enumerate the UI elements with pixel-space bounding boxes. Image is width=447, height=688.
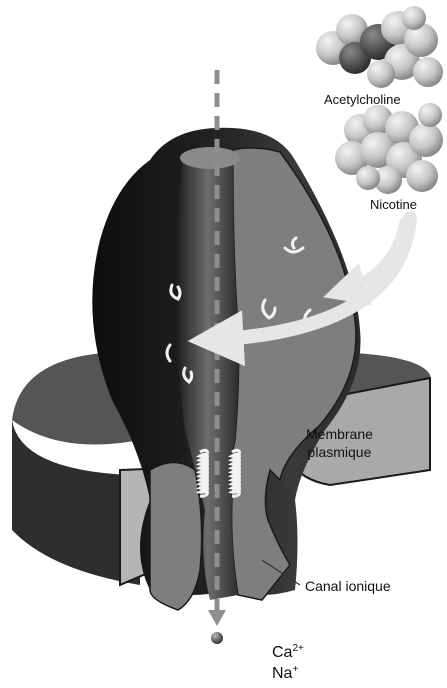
sodium-ion-label: Na+ [272, 665, 298, 683]
ion-sphere-icon [211, 632, 223, 644]
helix-left [200, 450, 208, 496]
sodium-charge: + [292, 664, 298, 675]
canal-ionique-label: Canal ionique [305, 578, 391, 594]
sodium-symbol: Na [272, 665, 292, 682]
calcium-symbol: Ca [272, 644, 292, 661]
nicotine-molecule-icon [335, 103, 443, 194]
calcium-ion-label: Ca2+ [272, 644, 304, 662]
acetylcholine-molecule-icon [316, 6, 443, 88]
pore-opening [180, 147, 240, 169]
axis-arrowhead [208, 610, 226, 626]
membrane-label: Membrane plasmique [306, 425, 373, 461]
calcium-charge: 2+ [292, 643, 303, 654]
receptor-lower-left-cut [150, 463, 202, 611]
membrane-label-line2: plasmique [306, 443, 373, 461]
acetylcholine-label: Acetylcholine [324, 92, 401, 107]
nicotine-label: Nicotine [370, 197, 417, 212]
helix-right [232, 450, 240, 496]
membrane-label-line1: Membrane [306, 425, 373, 443]
